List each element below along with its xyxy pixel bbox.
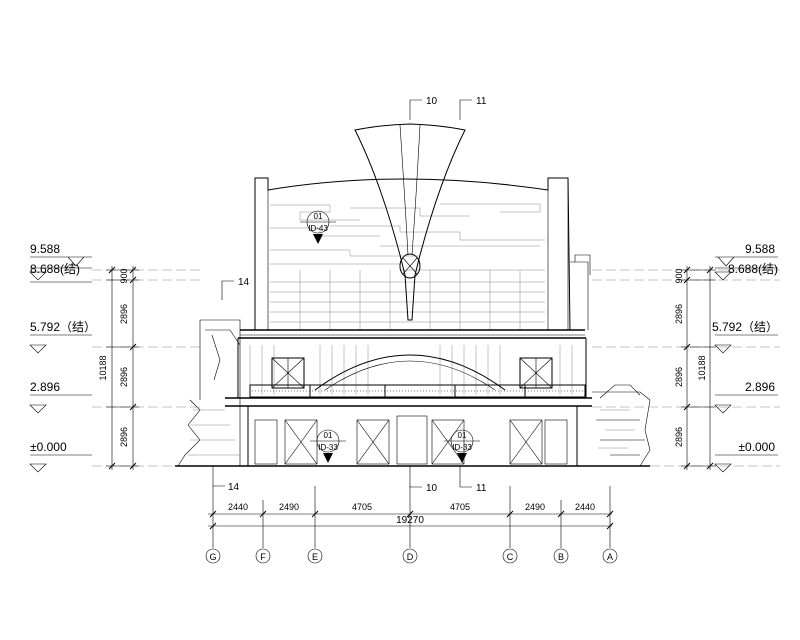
dim-v-right-total: 10188 — [697, 355, 707, 380]
svg-text:01: 01 — [458, 431, 467, 440]
elevation-label-left: 2.896 — [30, 380, 60, 394]
axis-label: G — [209, 552, 216, 562]
elevation-label-right: 9.588 — [745, 242, 775, 256]
dim-v-left: 2896 — [119, 304, 129, 324]
callout-top-11: 11 — [476, 96, 487, 107]
dim-v-left-total: 10188 — [98, 355, 108, 380]
vertical-dimension-left — [106, 266, 139, 470]
elevation-label-left: 8.688(结) — [30, 262, 80, 276]
axis-label: C — [507, 552, 514, 562]
horizontal-dimension — [208, 486, 614, 548]
callout-left-14: 14 — [238, 277, 250, 288]
elevation-label-left: ±0.000 — [30, 440, 67, 454]
elevation-markers-left — [29, 256, 92, 473]
callout-bottom-10: 10 — [426, 483, 438, 494]
callout-bottom-14: 14 — [228, 482, 240, 493]
dim-v-left: 900 — [119, 268, 129, 283]
vertical-dimension-right — [681, 266, 716, 470]
dim-v-right: 2896 — [674, 304, 684, 324]
elevation-label-right: 5.792（结） — [712, 320, 778, 334]
elevation-label-left: 9.588 — [30, 242, 60, 256]
axis-label: F — [260, 552, 266, 562]
svg-text:ID-33: ID-33 — [452, 443, 472, 452]
detail-marker: 01 ID-33 — [444, 429, 480, 463]
svg-text:ID-33: ID-33 — [318, 443, 338, 452]
dim-h: 2490 — [279, 502, 299, 512]
building-elevation — [175, 177, 651, 467]
axis-bubbles — [205, 548, 618, 564]
svg-text:01: 01 — [314, 212, 323, 221]
axis-label: D — [407, 552, 414, 562]
dim-v-left: 2896 — [119, 427, 129, 447]
detail-marker: 01 ID-43 — [300, 210, 336, 244]
detail-marker: 01 ID-33 — [310, 429, 346, 463]
svg-text:ID-43: ID-43 — [308, 224, 328, 233]
axis-label: A — [607, 552, 613, 562]
callout-leaders — [212, 99, 472, 488]
axis-label: B — [558, 552, 564, 562]
dim-h: 4705 — [450, 502, 470, 512]
axis-label: E — [312, 552, 318, 562]
elevation-label-right: 8.688(结) — [728, 262, 778, 276]
callout-top-10: 10 — [426, 96, 438, 107]
elevation-label-left: 5.792（结） — [30, 320, 96, 334]
dim-v-right: 2896 — [674, 427, 684, 447]
funnel-sculpture — [354, 123, 466, 321]
elevation-markers-right — [714, 256, 778, 473]
dim-v-left: 2896 — [119, 367, 129, 387]
dim-h: 2440 — [228, 502, 248, 512]
elevation-label-right: 2.896 — [745, 380, 775, 394]
dim-h: 2490 — [525, 502, 545, 512]
dim-v-right: 2896 — [674, 367, 684, 387]
dim-h: 4705 — [352, 502, 372, 512]
dim-h: 2440 — [575, 502, 595, 512]
dim-v-right: 900 — [674, 268, 684, 283]
svg-text:01: 01 — [324, 431, 333, 440]
elevation-label-right: ±0.000 — [738, 440, 775, 454]
callout-bottom-11: 11 — [476, 483, 487, 494]
dim-h-total: 19270 — [396, 515, 424, 526]
